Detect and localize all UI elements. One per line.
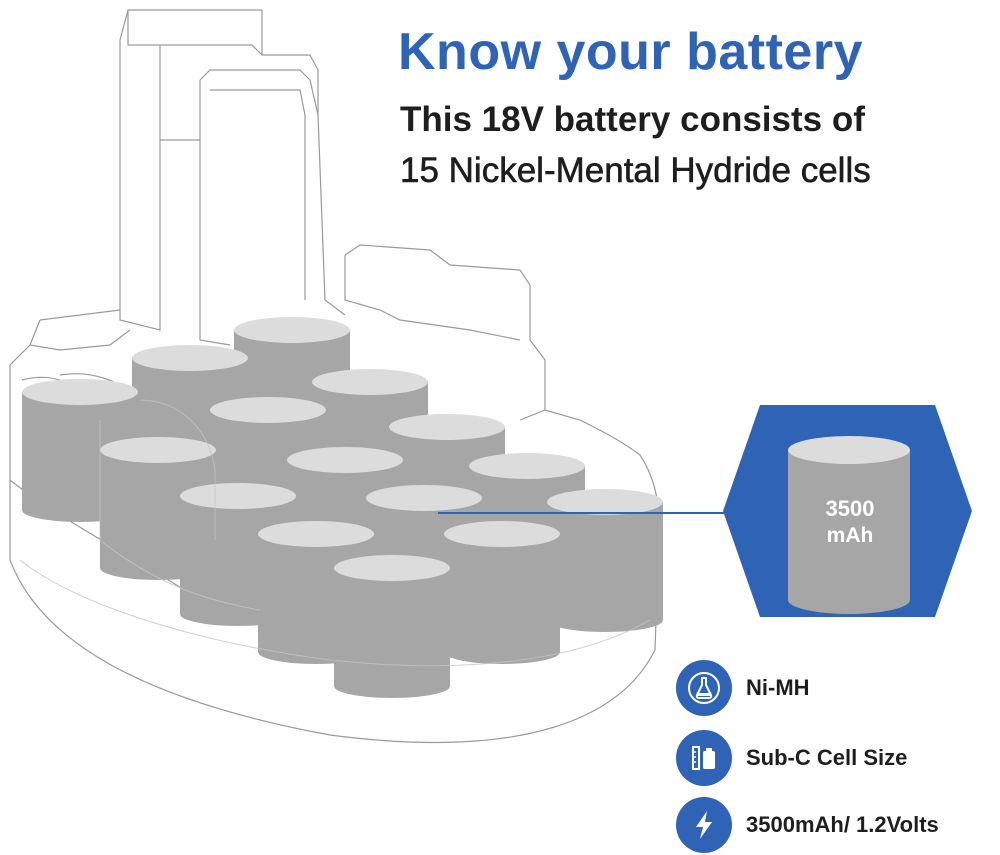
capacity-unit: mAh (826, 524, 874, 547)
feature-cell-size: Sub-C Cell Size (676, 728, 907, 788)
feature-capacity-voltage-label: 3500mAh/ 1.2Volts (746, 812, 939, 837)
callout-cell-icon (788, 436, 910, 614)
feature-capacity-voltage: 3500mAh/ 1.2Volts (676, 795, 939, 855)
subtitle-line-1: This 18V battery consists of (400, 100, 865, 139)
flask-icon (676, 660, 732, 716)
page-title: Know your battery (398, 23, 863, 81)
battery-cells (22, 317, 663, 698)
cell-size-icon (676, 730, 732, 786)
feature-chemistry: Ni-MH (676, 658, 810, 718)
feature-chemistry-label: Ni-MH (746, 675, 810, 700)
feature-cell-size-label: Sub-C Cell Size (746, 745, 908, 770)
capacity-value: 3500 (825, 496, 875, 521)
lightning-icon (676, 797, 732, 853)
subtitle-line-2: 15 Nickel-Mental Hydride cells (400, 151, 871, 191)
